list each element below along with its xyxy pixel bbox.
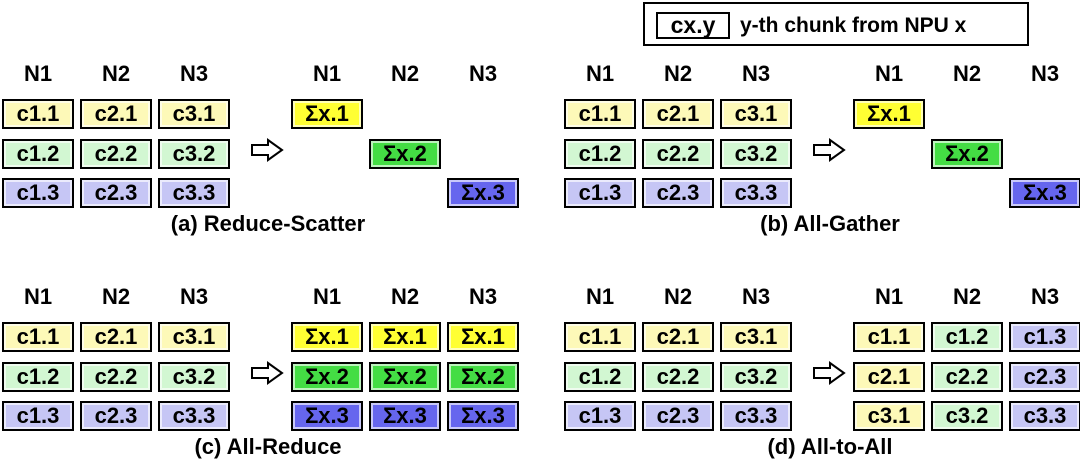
input-chunk-cell: c1.1	[2, 99, 74, 129]
input-header-n3: N3	[179, 284, 209, 309]
output-chunk-cell: Σx.2	[931, 139, 1003, 169]
input-header-n1: N1	[23, 284, 53, 309]
output-chunk-cell: Σx.1	[291, 322, 363, 352]
input-chunk-cell: c1.3	[2, 401, 74, 431]
input-chunk-cell: c3.2	[720, 362, 792, 392]
input-header-n1: N1	[585, 61, 615, 86]
input-header-n2: N2	[101, 284, 131, 309]
output-header-n2: N2	[390, 284, 420, 309]
panel-caption: (d) All-to-All	[767, 434, 893, 459]
output-header-n1: N1	[312, 284, 342, 309]
input-header-n3: N3	[179, 61, 209, 86]
output-header-n2: N2	[952, 61, 982, 86]
input-chunk-cell: c3.3	[158, 178, 230, 208]
input-chunk-cell: c1.1	[564, 322, 636, 352]
legend-box: cx.y y-th chunk from NPU x	[643, 2, 1029, 46]
output-chunk-cell: Σx.2	[369, 362, 441, 392]
input-chunk-cell: c2.1	[80, 99, 152, 129]
input-chunk-cell: c1.2	[564, 139, 636, 169]
output-chunk-cell: Σx.1	[369, 322, 441, 352]
output-chunk-cell: Σx.2	[369, 139, 441, 169]
output-chunk-cell: c1.1	[853, 322, 925, 352]
input-header-n3: N3	[741, 61, 771, 86]
input-chunk-cell: c2.1	[642, 322, 714, 352]
output-header-n1: N1	[874, 61, 904, 86]
panel-caption: (b) All-Gather	[760, 211, 900, 236]
output-chunk-cell: c2.2	[931, 362, 1003, 392]
input-chunk-cell: c3.2	[158, 139, 230, 169]
right-arrow-icon	[251, 138, 284, 162]
output-header-n2: N2	[952, 284, 982, 309]
output-chunk-cell: c2.1	[853, 362, 925, 392]
input-chunk-cell: c1.3	[564, 401, 636, 431]
output-header-n3: N3	[1030, 61, 1060, 86]
input-chunk-cell: c1.3	[564, 178, 636, 208]
output-chunk-cell: c1.3	[1009, 322, 1080, 352]
input-chunk-cell: c3.3	[720, 178, 792, 208]
output-header-n2: N2	[390, 61, 420, 86]
input-chunk-cell: c2.3	[80, 401, 152, 431]
input-header-n2: N2	[663, 284, 693, 309]
input-chunk-cell: c2.1	[642, 99, 714, 129]
output-chunk-cell: Σx.1	[447, 322, 519, 352]
input-chunk-cell: c2.2	[80, 139, 152, 169]
input-chunk-cell: c3.2	[158, 362, 230, 392]
input-chunk-cell: c2.2	[642, 139, 714, 169]
output-header-n1: N1	[312, 61, 342, 86]
input-chunk-cell: c3.1	[720, 99, 792, 129]
legend-description: y-th chunk from NPU x	[740, 14, 967, 37]
input-chunk-cell: c1.3	[2, 178, 74, 208]
input-header-n2: N2	[663, 61, 693, 86]
input-chunk-cell: c3.1	[158, 322, 230, 352]
input-chunk-cell: c2.2	[80, 362, 152, 392]
output-chunk-cell: Σx.3	[1009, 178, 1080, 208]
panel-caption: (a) Reduce-Scatter	[170, 211, 366, 236]
right-arrow-icon	[813, 138, 846, 162]
input-chunk-cell: c2.3	[642, 178, 714, 208]
output-chunk-cell: Σx.1	[853, 99, 925, 129]
output-header-n1: N1	[874, 284, 904, 309]
output-chunk-cell: c3.1	[853, 401, 925, 431]
output-chunk-cell: c1.2	[931, 322, 1003, 352]
input-chunk-cell: c2.3	[642, 401, 714, 431]
output-chunk-cell: Σx.1	[291, 99, 363, 129]
input-chunk-cell: c1.2	[564, 362, 636, 392]
input-chunk-cell: c3.2	[720, 139, 792, 169]
input-chunk-cell: c1.1	[2, 322, 74, 352]
output-chunk-cell: Σx.2	[291, 362, 363, 392]
input-chunk-cell: c1.2	[2, 362, 74, 392]
input-chunk-cell: c3.3	[158, 401, 230, 431]
input-chunk-cell: c1.2	[2, 139, 74, 169]
input-chunk-cell: c2.2	[642, 362, 714, 392]
right-arrow-icon	[813, 361, 846, 385]
input-header-n3: N3	[741, 284, 771, 309]
output-chunk-cell: Σx.3	[369, 401, 441, 431]
panel-caption: (c) All-Reduce	[194, 434, 342, 459]
output-header-n3: N3	[468, 284, 498, 309]
legend-sample-cell: cx.y	[656, 12, 730, 39]
input-chunk-cell: c2.1	[80, 322, 152, 352]
output-chunk-cell: c3.2	[931, 401, 1003, 431]
output-chunk-cell: Σx.3	[447, 401, 519, 431]
output-header-n3: N3	[468, 61, 498, 86]
output-chunk-cell: Σx.3	[291, 401, 363, 431]
input-chunk-cell: c3.3	[720, 401, 792, 431]
output-chunk-cell: Σx.3	[447, 178, 519, 208]
input-header-n1: N1	[585, 284, 615, 309]
output-chunk-cell: c3.3	[1009, 401, 1080, 431]
output-header-n3: N3	[1030, 284, 1060, 309]
input-chunk-cell: c1.1	[564, 99, 636, 129]
output-chunk-cell: Σx.2	[447, 362, 519, 392]
right-arrow-icon	[251, 361, 284, 385]
input-chunk-cell: c2.3	[80, 178, 152, 208]
input-chunk-cell: c3.1	[720, 322, 792, 352]
input-chunk-cell: c3.1	[158, 99, 230, 129]
input-header-n2: N2	[101, 61, 131, 86]
input-header-n1: N1	[23, 61, 53, 86]
output-chunk-cell: c2.3	[1009, 362, 1080, 392]
